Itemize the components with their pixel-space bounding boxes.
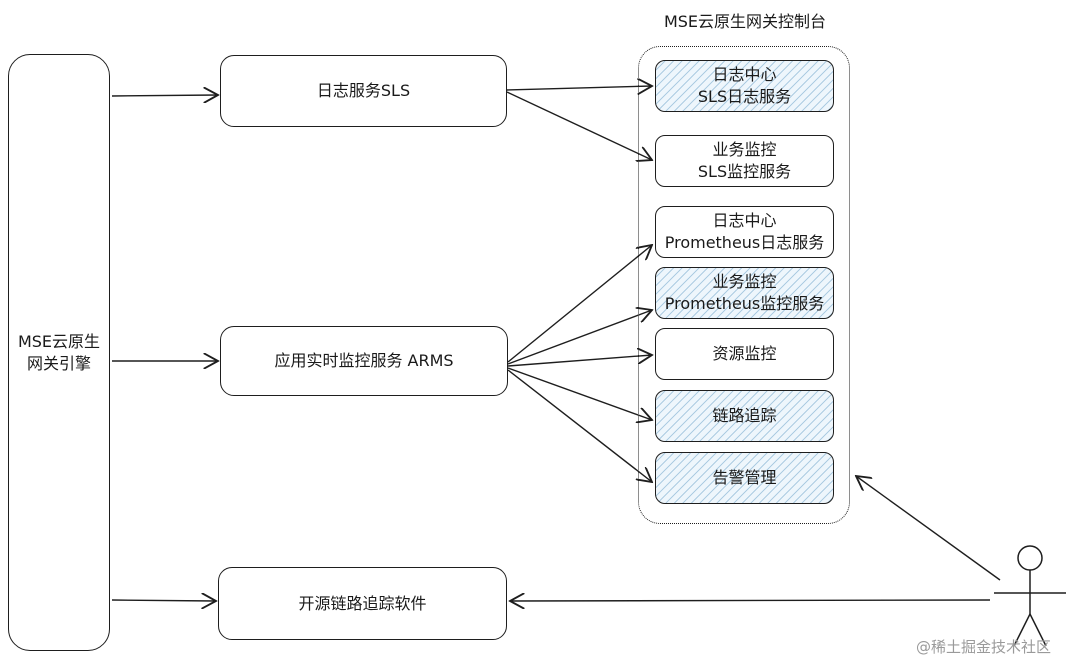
- sls-service-box: 日志服务SLS: [220, 55, 507, 127]
- gateway-engine-box: MSE云原生 网关引擎: [8, 54, 110, 651]
- arrow-engine-to-sls: [111, 95, 218, 96]
- console-item-resource-monitor: 资源监控: [655, 328, 834, 380]
- item-line1: 链路追踪: [712, 406, 777, 425]
- arrow-user-to-console: [856, 476, 1001, 581]
- item-line1: 日志中心: [712, 65, 777, 84]
- arms-service-label: 应用实时监控服务 ARMS: [274, 351, 454, 370]
- engine-label-line2: 网关引擎: [26, 353, 91, 373]
- item-line2: Prometheus日志服务: [664, 233, 825, 252]
- console-item-trace: 链路追踪: [655, 390, 834, 442]
- item-line2: SLS监控服务: [697, 162, 792, 181]
- item-line1: 业务监控: [712, 272, 777, 291]
- item-line1: 日志中心: [712, 211, 777, 230]
- arrow-arms-to-trace: [507, 367, 652, 420]
- item-line1: 告警管理: [712, 468, 777, 487]
- tracing-software-box: 开源链路追踪软件: [218, 567, 507, 640]
- tracing-software-label: 开源链路追踪软件: [298, 593, 427, 613]
- item-line2: SLS日志服务: [697, 87, 792, 106]
- arrow-arms-to-prom-monitor: [507, 310, 652, 365]
- arrow-engine-to-tracing: [111, 600, 216, 601]
- arrow-sls-to-sls-log: [506, 86, 652, 90]
- console-item-prometheus-business-monitor: 业务监控 Prometheus监控服务: [655, 267, 834, 319]
- sls-service-label: 日志服务SLS: [316, 81, 411, 100]
- item-line1: 资源监控: [712, 344, 777, 363]
- item-line1: 业务监控: [712, 140, 777, 159]
- arrow-arms-to-resource: [507, 355, 652, 367]
- console-item-prometheus-log-center: 日志中心 Prometheus日志服务: [655, 206, 834, 258]
- arrow-user-to-tracing: [510, 600, 991, 601]
- arrow-sls-to-sls-monitor: [506, 91, 652, 160]
- console-item-sls-log-center: 日志中心 SLS日志服务: [655, 60, 834, 112]
- engine-label-line1: MSE云原生: [17, 331, 101, 351]
- console-title: MSE云原生网关控制台: [663, 12, 827, 31]
- console-item-alert-management: 告警管理: [655, 452, 834, 504]
- console-container: [638, 46, 850, 524]
- arms-service-box: 应用实时监控服务 ARMS: [220, 326, 508, 396]
- item-line2: Prometheus监控服务: [664, 294, 825, 313]
- watermark: @稀土掘金技术社区: [916, 638, 1052, 656]
- arrow-arms-to-prom-log: [507, 245, 652, 363]
- arrow-arms-to-alert: [507, 369, 652, 482]
- user-icon: [994, 545, 1066, 647]
- console-item-sls-business-monitor: 业务监控 SLS监控服务: [655, 135, 834, 187]
